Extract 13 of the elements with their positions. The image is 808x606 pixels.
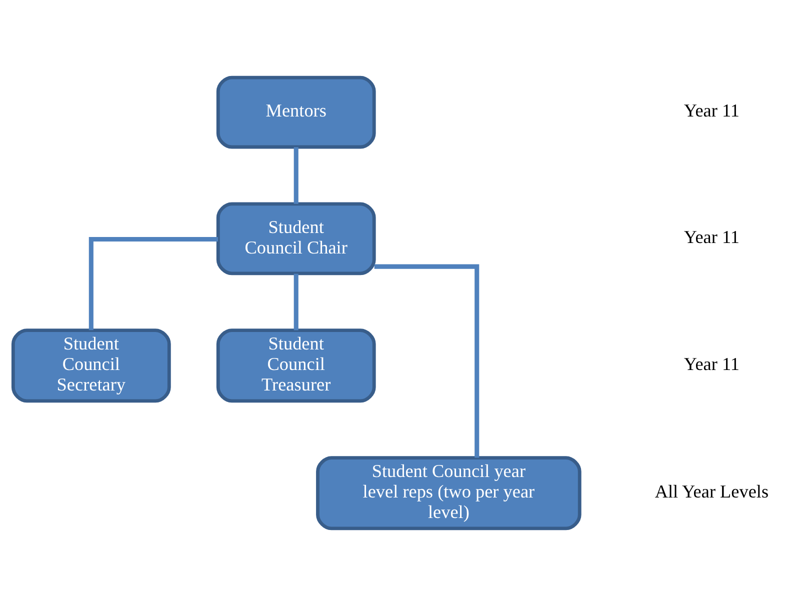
label: Year 11	[684, 226, 740, 247]
label: Year 11	[684, 100, 740, 121]
node-box: Student Council Treasurer	[216, 328, 376, 403]
node-box: Student Council Chair	[216, 202, 376, 276]
label: Year 11	[684, 354, 740, 374]
connector	[294, 274, 298, 330]
node-box: Mentors	[216, 76, 376, 149]
connector	[88, 236, 218, 330]
connector	[374, 264, 480, 458]
node-box: Student Council Secretary	[11, 328, 171, 403]
label: All Year Levels	[654, 481, 769, 502]
node-box: Student Council year level reps (two per year level)	[316, 456, 582, 530]
connector	[294, 147, 298, 204]
